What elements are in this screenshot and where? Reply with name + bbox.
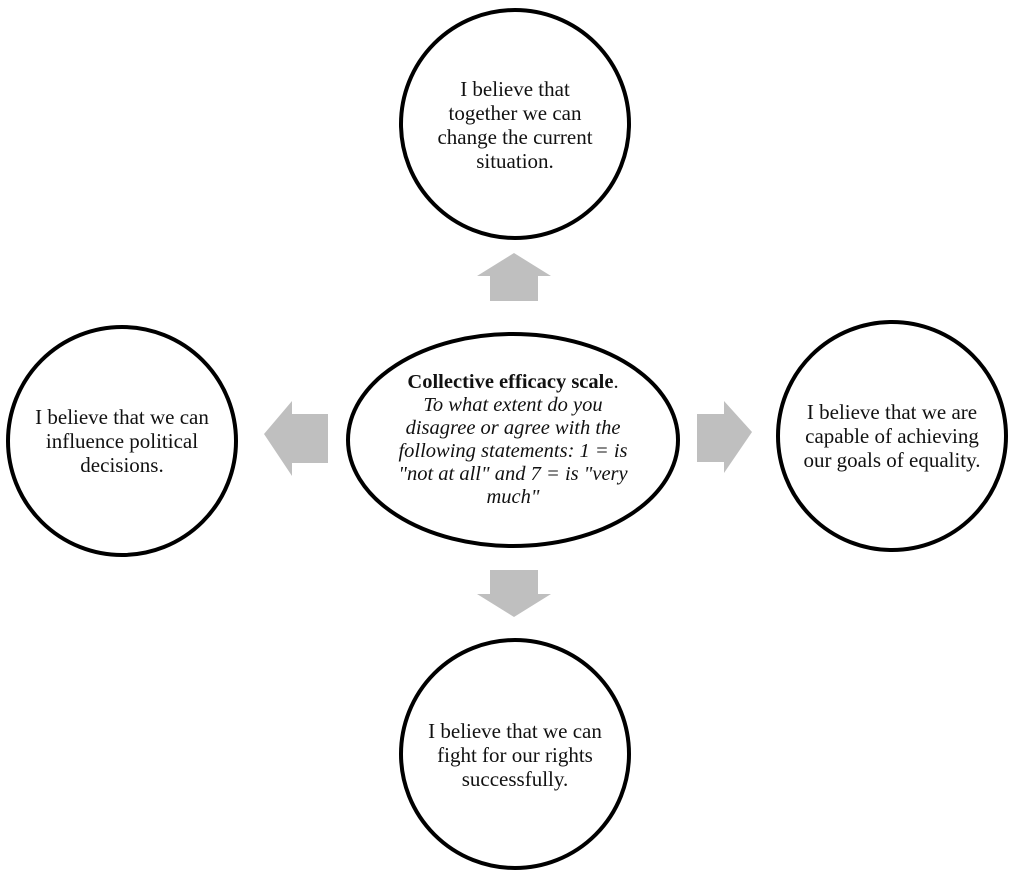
right-circle (776, 320, 1008, 552)
left-statement-text: I believe that we can influence politica… (35, 405, 209, 477)
scale-title-period: . (613, 371, 619, 393)
top-statement: I believe that together we can change th… (425, 30, 605, 220)
left-circle (6, 325, 238, 557)
arrow-up (477, 253, 551, 301)
bottom-statement: I believe that we can fight for our righ… (425, 665, 605, 845)
left-statement: I believe that we can influence politica… (32, 356, 212, 526)
right-statement-text: I believe that we are capable of achievi… (803, 400, 981, 472)
top-circle (399, 8, 631, 240)
right-statement: I believe that we are capable of achievi… (802, 348, 982, 524)
top-statement-text: I believe that together we can change th… (437, 77, 593, 173)
scale-title: Collective efficacy scale (407, 371, 614, 393)
arrow-left (264, 401, 328, 476)
center-ellipse (346, 332, 680, 548)
scale-prompt: To what extent do you disagree or agree … (398, 394, 628, 508)
arrow-down (477, 570, 551, 617)
bottom-statement-text: I believe that we can fight for our righ… (428, 719, 602, 791)
bottom-circle (399, 638, 631, 870)
arrow-right (697, 401, 752, 473)
center-statement: Collective efficacy scale. To what exten… (397, 352, 629, 528)
